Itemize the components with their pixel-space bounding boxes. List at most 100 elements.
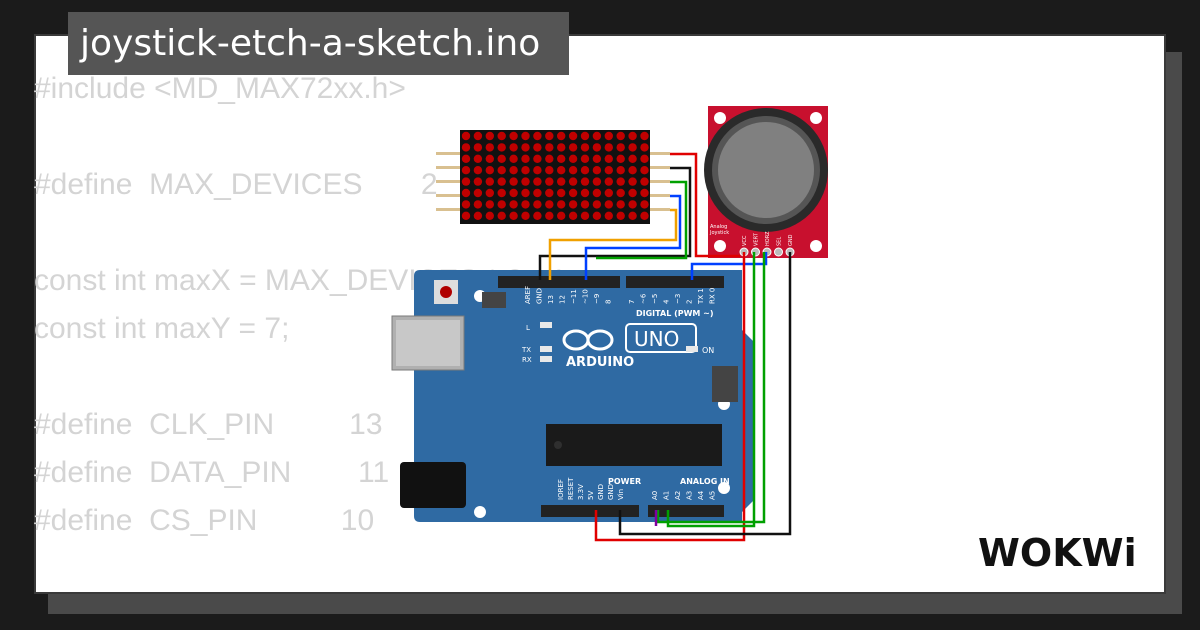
rx-label: RX bbox=[522, 356, 532, 364]
led-dot bbox=[521, 131, 530, 141]
led-dot bbox=[580, 211, 590, 220]
led-dot bbox=[485, 188, 494, 198]
led-dot bbox=[568, 143, 578, 152]
top-pin-label: ~3 bbox=[674, 294, 682, 304]
led-dot bbox=[628, 188, 637, 198]
led-dot bbox=[461, 143, 471, 152]
led-dot bbox=[497, 177, 506, 186]
top-pin-label: ~11 bbox=[570, 289, 578, 304]
led-dot bbox=[604, 143, 613, 152]
top-pin-label: ~9 bbox=[593, 294, 601, 304]
led-dot bbox=[557, 131, 566, 141]
analog-pin-label: A0 bbox=[651, 491, 659, 500]
power-pin-label: IOREF bbox=[557, 479, 565, 500]
led-dot bbox=[640, 131, 649, 141]
page-title: joystick-etch-a-sketch.ino bbox=[68, 12, 569, 75]
led-dot bbox=[568, 166, 578, 175]
led-dot bbox=[509, 200, 518, 209]
led-dot bbox=[521, 177, 530, 186]
led-dot bbox=[545, 166, 554, 175]
led-dot bbox=[497, 188, 506, 198]
power-label: POWER bbox=[608, 477, 641, 486]
led-dot bbox=[640, 154, 649, 163]
code-line: #define CS_PIN 10 bbox=[34, 504, 375, 537]
led-dot bbox=[580, 177, 590, 186]
analog-pin-label: A4 bbox=[697, 490, 705, 500]
wire-horz bbox=[656, 252, 766, 524]
joystick-pin-label: GND bbox=[788, 234, 794, 246]
top-pin-label: 8 bbox=[605, 300, 613, 304]
led-dot bbox=[497, 166, 506, 175]
led-dot bbox=[533, 154, 542, 163]
led-dot bbox=[568, 188, 578, 198]
led-dot bbox=[568, 131, 578, 141]
led-dot bbox=[509, 166, 518, 175]
joystick-pin[interactable] bbox=[751, 247, 760, 257]
led-dot bbox=[580, 166, 590, 175]
top-pin-label: TX 1 bbox=[697, 288, 705, 305]
led-dot bbox=[604, 211, 613, 220]
led-dot bbox=[473, 200, 483, 209]
led-dot bbox=[616, 177, 625, 186]
led-dot bbox=[557, 211, 566, 220]
led-dot bbox=[533, 143, 542, 152]
led-dot bbox=[497, 200, 506, 209]
led-dot bbox=[545, 200, 554, 209]
led-dot bbox=[616, 131, 625, 141]
led-dot bbox=[473, 211, 483, 220]
led-dot bbox=[485, 211, 494, 220]
wires bbox=[538, 152, 792, 542]
led-dot bbox=[461, 200, 471, 209]
led-dot bbox=[592, 166, 602, 175]
led-matrix[interactable] bbox=[436, 130, 670, 224]
l-label: L bbox=[526, 324, 530, 332]
led-dot bbox=[628, 143, 637, 152]
led-dot bbox=[557, 143, 566, 152]
wokwi-logo: WOKWi bbox=[978, 531, 1137, 574]
tx-label: TX bbox=[521, 346, 531, 354]
led-dot bbox=[557, 200, 566, 209]
led-dot bbox=[592, 188, 602, 198]
top-pin-label: ~10 bbox=[582, 289, 590, 304]
led-dot bbox=[509, 177, 518, 186]
top-header bbox=[498, 276, 724, 288]
code-line: const int maxY = 7; bbox=[34, 312, 290, 345]
led-matrix-dots bbox=[461, 131, 649, 220]
led-dot bbox=[640, 211, 649, 220]
led-dot bbox=[545, 177, 554, 186]
led-dot bbox=[497, 211, 506, 220]
wire-din bbox=[596, 180, 688, 260]
led-dot bbox=[533, 200, 542, 209]
joystick-pin[interactable] bbox=[774, 247, 783, 257]
led-dot bbox=[461, 166, 471, 175]
led-dot bbox=[616, 211, 625, 220]
led-dot bbox=[497, 131, 506, 141]
code-line: #include <MD_MAX72xx.h> bbox=[34, 72, 406, 105]
led-dot bbox=[557, 188, 566, 198]
led-dot bbox=[557, 154, 566, 163]
led-dot bbox=[509, 143, 518, 152]
top-pin-label: AREF bbox=[524, 286, 532, 304]
led-dot bbox=[640, 143, 649, 152]
led-dot bbox=[485, 177, 494, 186]
analog-pin-label: A2 bbox=[674, 491, 682, 500]
led-dot bbox=[592, 200, 602, 209]
led-dot bbox=[473, 166, 483, 175]
led-dot bbox=[461, 211, 471, 220]
top-pin-label: 7 bbox=[628, 300, 636, 304]
led-dot bbox=[485, 154, 494, 163]
led-dot bbox=[557, 177, 566, 186]
arduino-brand: ARDUINO bbox=[566, 355, 634, 370]
led-dot bbox=[628, 154, 637, 163]
led-dot bbox=[557, 166, 566, 175]
led-dot bbox=[533, 131, 542, 141]
wire-sel bbox=[690, 252, 768, 280]
led-dot bbox=[485, 166, 494, 175]
top-pin-label: 4 bbox=[663, 299, 671, 304]
led-dot bbox=[628, 200, 637, 209]
led-dot bbox=[545, 211, 554, 220]
analog-pin-label: A1 bbox=[663, 491, 671, 500]
